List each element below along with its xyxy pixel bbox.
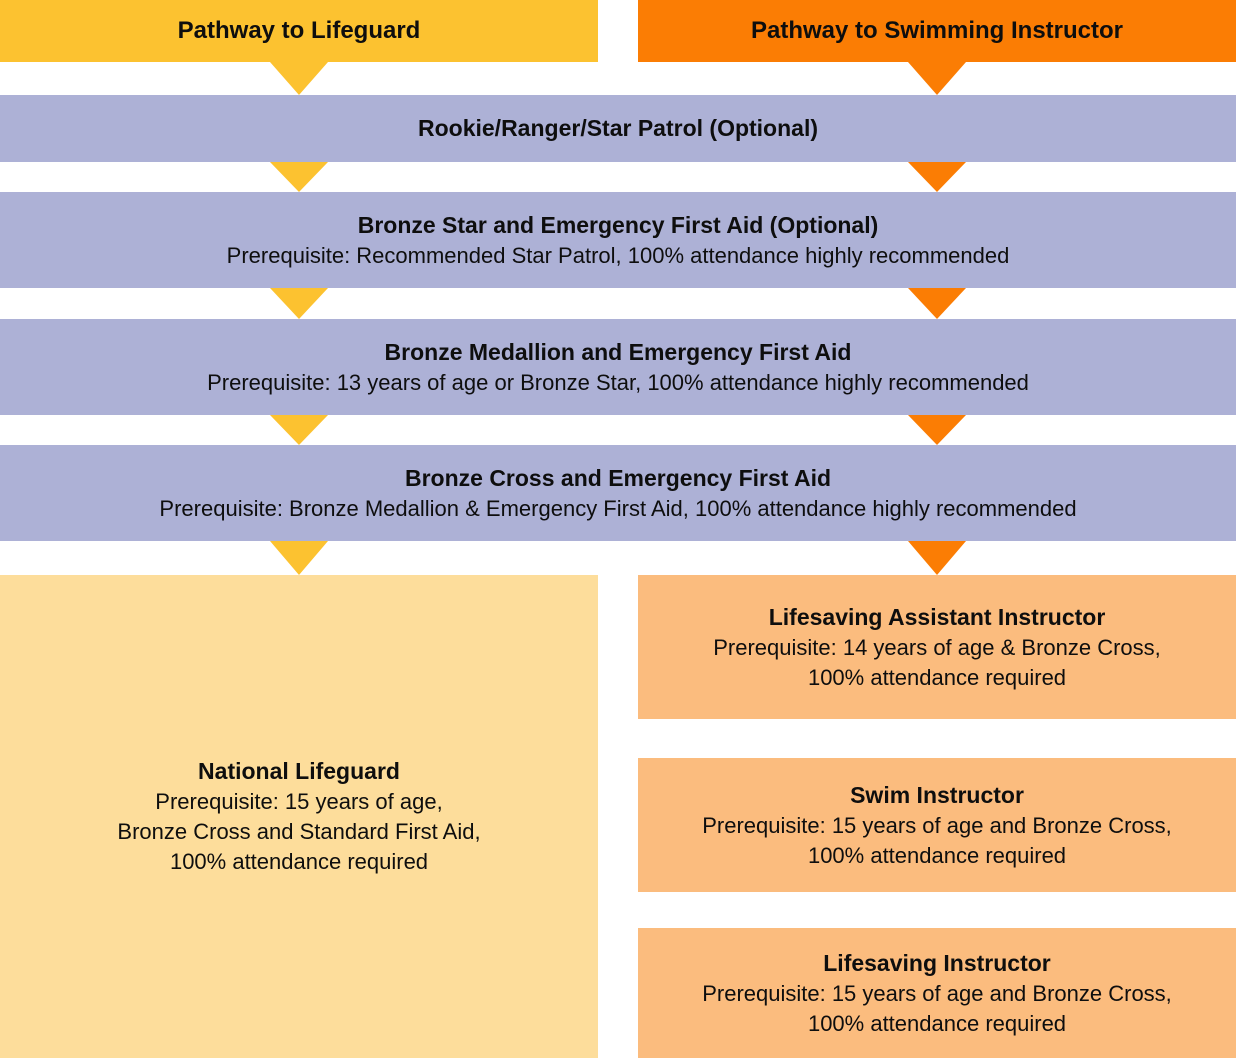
header-pathway-lifeguard: Pathway to Lifeguard [0,0,598,62]
outcome-prerequisite-line: Prerequisite: 15 years of age and Bronze… [702,980,1172,1006]
outcome-prerequisite-line: 100% attendance required [807,1010,1067,1036]
outcome-swim-instructor: Swim Instructor Prerequisite: 15 years o… [638,758,1236,892]
step-prerequisite: Prerequisite: 13 years of age or Bronze … [207,369,1029,395]
outcome-prerequisite-line: Prerequisite: 15 years of age and Bronze… [702,812,1172,838]
step-prerequisite: Prerequisite: Bronze Medallion & Emergen… [159,495,1077,521]
outcome-title: National Lifeguard [198,758,400,784]
down-arrow-instructor-icon [908,162,966,192]
outcome-prerequisite-line: 100% attendance required [169,849,429,874]
down-arrow-lifeguard-icon [270,162,328,192]
down-arrow-lifeguard-icon [270,541,328,575]
down-arrow-instructor-icon [908,541,966,575]
outcome-lifesaving-assistant-instructor: Lifesaving Assistant Instructor Prerequi… [638,575,1236,719]
step-bronze-cross: Bronze Cross and Emergency First Aid Pre… [0,445,1236,541]
step-title: Bronze Medallion and Emergency First Aid [384,338,852,365]
down-arrow-lifeguard-icon [270,288,328,319]
outcome-title: Swim Instructor [850,781,1024,808]
down-arrow-lifeguard-icon [270,415,328,445]
header-pathway-swimming-instructor-label: Pathway to Swimming Instructor [750,17,1124,44]
step-title: Bronze Cross and Emergency First Aid [404,464,832,491]
step-title: Bronze Star and Emergency First Aid (Opt… [357,211,879,238]
step-bronze-star: Bronze Star and Emergency First Aid (Opt… [0,192,1236,288]
outcome-title: Lifesaving Instructor [823,949,1051,976]
outcome-prerequisite-line: Prerequisite: 15 years of age, [155,789,443,814]
step-bronze-medallion: Bronze Medallion and Emergency First Aid… [0,319,1236,415]
outcome-lifesaving-instructor: Lifesaving Instructor Prerequisite: 15 y… [638,928,1236,1058]
outcome-prerequisite-line: 100% attendance required [807,664,1067,690]
down-arrow-lifeguard-icon [270,62,328,95]
down-arrow-instructor-icon [908,62,966,95]
outcome-national-lifeguard: National Lifeguard Prerequisite: 15 year… [0,575,598,1058]
outcome-title: Lifesaving Assistant Instructor [768,603,1106,630]
down-arrow-instructor-icon [908,288,966,319]
step-rookie-ranger-star-patrol: Rookie/Ranger/Star Patrol (Optional) [0,95,1236,162]
outcome-prerequisite-line: Bronze Cross and Standard First Aid, [117,819,481,844]
outcome-prerequisite-line: Prerequisite: 14 years of age & Bronze C… [713,634,1161,660]
header-pathway-lifeguard-label: Pathway to Lifeguard [177,17,421,44]
step-prerequisite: Prerequisite: Recommended Star Patrol, 1… [226,242,1010,268]
outcome-prerequisite-line: 100% attendance required [807,842,1067,868]
down-arrow-instructor-icon [908,415,966,445]
header-pathway-swimming-instructor: Pathway to Swimming Instructor [638,0,1236,62]
step-title: Rookie/Ranger/Star Patrol (Optional) [418,115,818,141]
